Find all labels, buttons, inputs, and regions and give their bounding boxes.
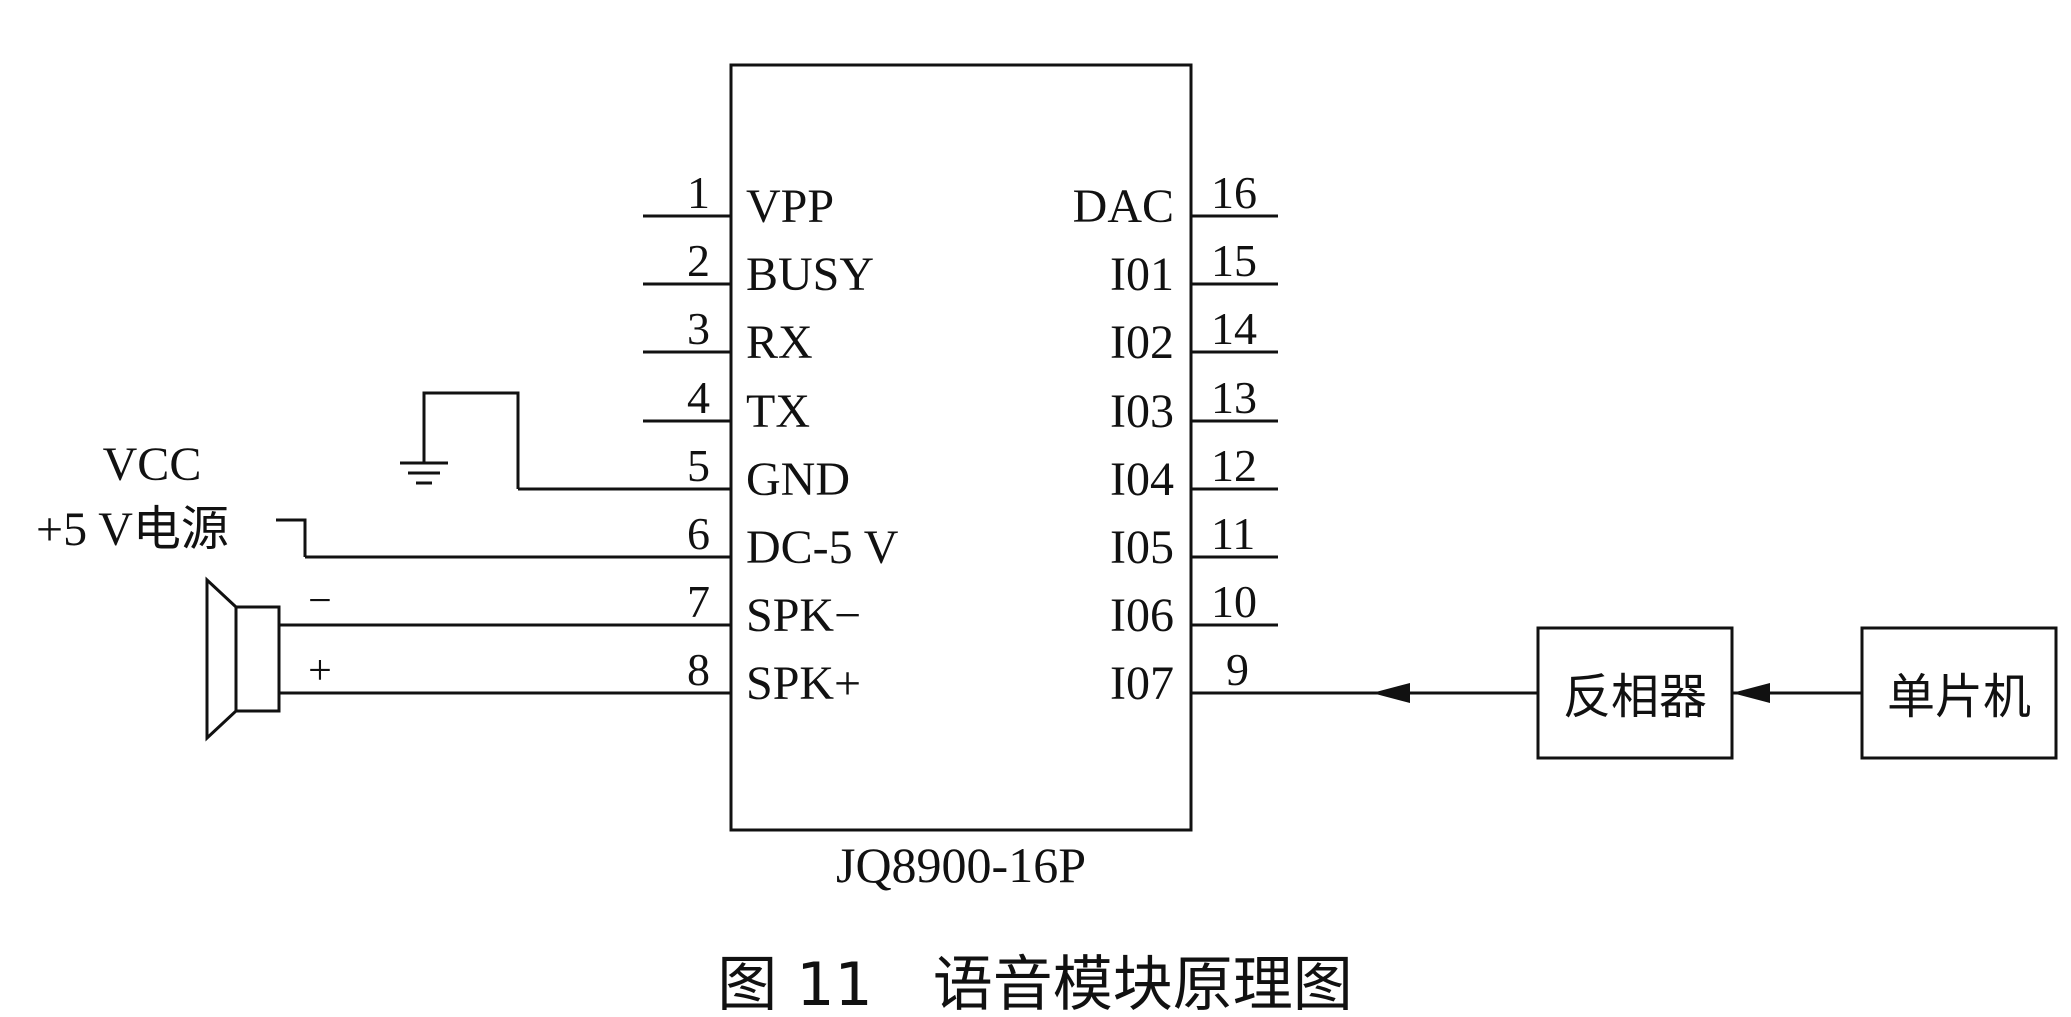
speaker-plus-label: + xyxy=(308,648,332,694)
inverter-label: 反相器 xyxy=(1563,671,1707,724)
right-pin-number: 11 xyxy=(1211,508,1255,559)
left-pin-label: GND xyxy=(746,453,850,506)
left-pin-number: 1 xyxy=(687,167,710,218)
left-pin-label: VPP xyxy=(746,180,834,233)
inverter-block xyxy=(1536,626,1734,760)
left-pin-number: 6 xyxy=(687,508,710,559)
chip-part-number: JQ8900-16P xyxy=(836,837,1086,893)
left-pin-number: 3 xyxy=(687,303,710,354)
right-pin-label: I04 xyxy=(1110,453,1174,506)
right-pin-label: I07 xyxy=(1110,657,1174,710)
right-pin-number: 10 xyxy=(1211,576,1257,627)
left-pin-number: 4 xyxy=(687,372,710,423)
left-pin-label: BUSY xyxy=(746,248,874,301)
left-pin-number: 7 xyxy=(687,576,710,627)
arrow-to-pin-9-icon xyxy=(1372,683,1410,703)
right-pin-label: I05 xyxy=(1110,521,1174,574)
left-pin-label: SPK− xyxy=(746,589,861,642)
left-pin-number: 8 xyxy=(687,644,710,695)
power-terminal xyxy=(276,518,307,557)
right-pin-lines xyxy=(1191,214,1545,695)
right-pin-label: I01 xyxy=(1110,248,1174,301)
left-pin-labels: VPP BUSY RX TX GND DC-5 V SPK− SPK+ xyxy=(746,180,899,710)
left-pin-lines xyxy=(279,214,731,695)
left-pin-number: 2 xyxy=(687,235,710,286)
speaker-magnet xyxy=(234,605,281,713)
right-pin-label: I06 xyxy=(1110,589,1174,642)
power-label-vcc: VCC xyxy=(103,438,202,491)
figure-caption: 图 11 语音模块原理图 xyxy=(717,950,1352,1017)
ground-wire xyxy=(422,391,520,489)
power-label-5v: +5 V电源 xyxy=(36,503,229,556)
left-pin-label: DC-5 V xyxy=(746,521,899,574)
mcu-block xyxy=(1860,626,2058,760)
speaker-cone xyxy=(205,576,238,742)
right-pin-number: 16 xyxy=(1211,167,1257,218)
chip-body xyxy=(729,63,1193,832)
left-pin-label: SPK+ xyxy=(746,657,861,710)
signal-path: 反相器 单片机 xyxy=(1372,626,2058,760)
right-pin-number: 15 xyxy=(1211,235,1257,286)
left-pin-number: 5 xyxy=(687,440,710,491)
right-pin-label: I03 xyxy=(1110,385,1174,438)
right-pin-numbers: 16 15 14 13 12 11 10 9 xyxy=(1211,167,1257,695)
right-pin-number: 12 xyxy=(1211,440,1257,491)
right-pin-label: I02 xyxy=(1110,316,1174,369)
right-pin-label: DAC xyxy=(1073,180,1174,233)
speaker-minus-label: − xyxy=(308,578,332,624)
left-pin-label: TX xyxy=(746,385,810,438)
mcu-label: 单片机 xyxy=(1887,671,2031,724)
ground-connection xyxy=(400,391,520,489)
left-pin-label: RX xyxy=(746,316,813,369)
speaker-icon: − + xyxy=(205,576,332,742)
right-pin-number: 13 xyxy=(1211,372,1257,423)
right-pin-number: 14 xyxy=(1211,303,1257,354)
arrow-to-inverter-icon xyxy=(1732,683,1770,703)
right-pin-number: 9 xyxy=(1226,644,1249,695)
power-source: VCC +5 V电源 xyxy=(36,438,307,557)
left-pin-numbers: 1 2 3 4 5 6 7 8 xyxy=(687,167,710,695)
right-pin-labels: DAC I01 I02 I03 I04 I05 I06 I07 xyxy=(1073,180,1174,710)
